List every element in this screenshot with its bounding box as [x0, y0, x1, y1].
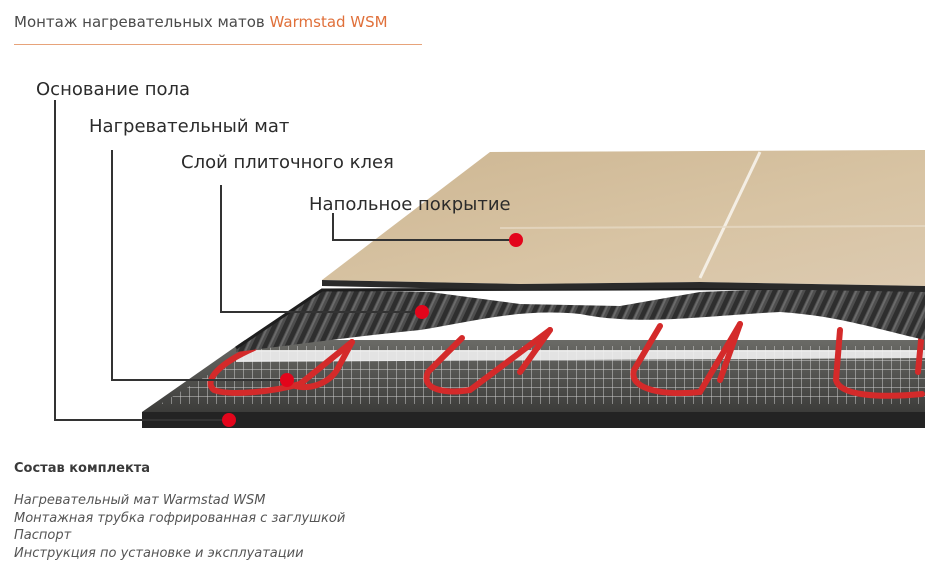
kit-item: Инструкция по установке и эксплуатации	[14, 545, 304, 561]
layer-markers	[222, 233, 523, 427]
label-floor-covering: Напольное покрытие	[309, 194, 511, 215]
heating-mat-mesh	[160, 346, 925, 404]
tile-adhesive-layer	[235, 286, 926, 352]
leader-line-base	[54, 100, 229, 421]
page-title: Монтаж нагревательных матов Warmstad WSM	[14, 13, 388, 31]
label-heating-mat: Нагревательный мат	[89, 116, 289, 137]
leader-line-mat	[111, 150, 287, 381]
kit-item: Паспорт	[14, 528, 72, 543]
label-floor-base: Основание пола	[36, 79, 190, 100]
title-underline	[14, 44, 422, 45]
floor-layers-diagram: Основание пола Нагревательный мат Слой п…	[36, 79, 926, 428]
kit-list: Нагревательный мат Warmstad WSM Монтажна…	[14, 492, 345, 562]
kit-item: Нагревательный мат Warmstad WSM	[14, 493, 266, 508]
leader-line-adhesive	[220, 185, 422, 313]
leader-lines	[54, 100, 516, 421]
label-tile-adhesive: Слой плиточного клея	[181, 152, 394, 173]
marker-covering	[509, 233, 523, 247]
title-brand: Warmstad WSM	[269, 13, 388, 31]
marker-base	[222, 413, 236, 427]
kit-item: Монтажная трубка гофрированная с заглушк…	[14, 510, 346, 526]
marker-mat	[280, 373, 294, 387]
floor-covering-layer	[322, 150, 926, 292]
title-prefix: Монтаж нагревательных матов	[14, 13, 265, 31]
marker-adhesive	[415, 305, 429, 319]
kit-title: Состав комплекта	[14, 461, 151, 476]
leader-line-covering	[332, 213, 516, 241]
